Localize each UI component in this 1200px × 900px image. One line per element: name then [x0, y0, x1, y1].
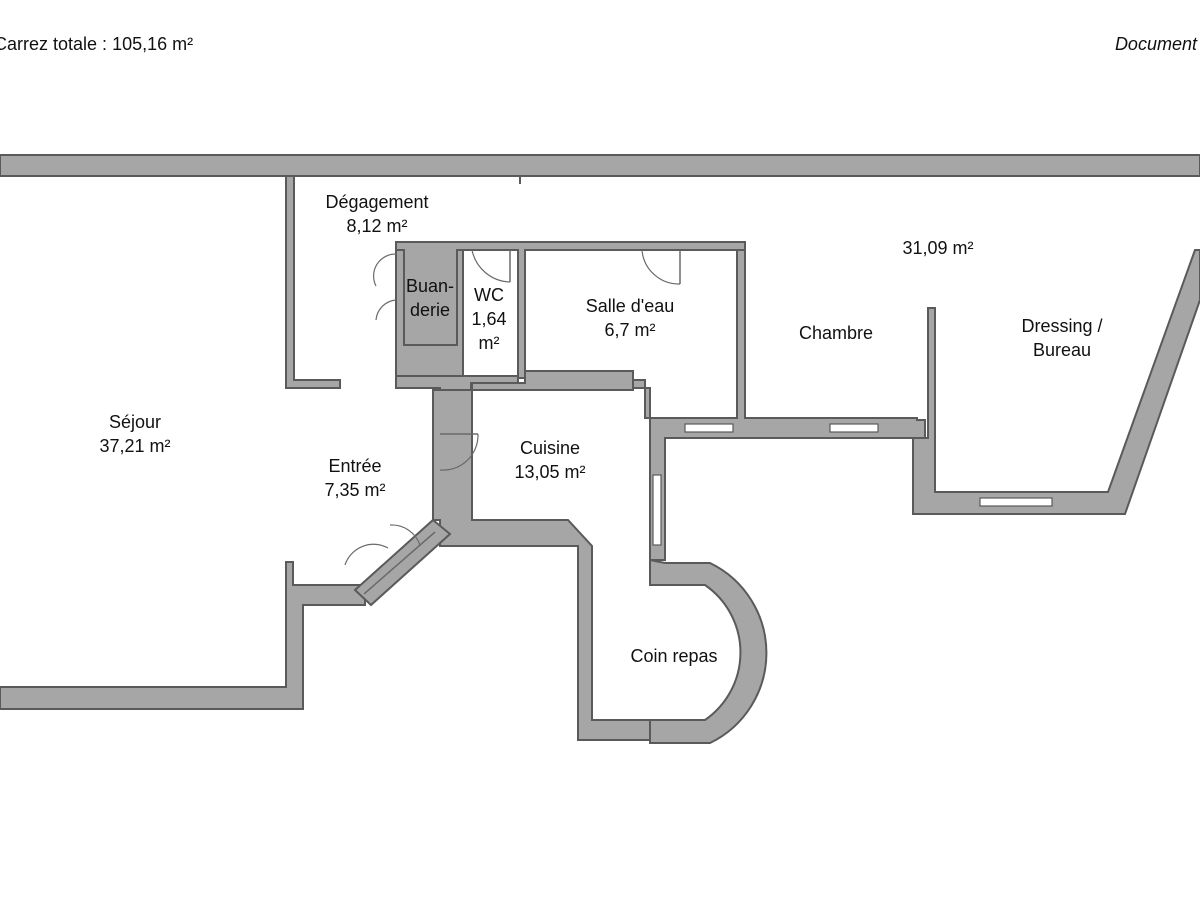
room-wc: WC 1,64 m²	[471, 283, 506, 355]
room-wc-area-1: 1,64	[471, 309, 507, 329]
room-cuisine: Cuisine 13,05 m²	[514, 436, 585, 484]
room-degagement: Dégagement 8,12 m²	[325, 190, 428, 238]
door-arc-bath	[641, 249, 681, 285]
window-chambre-2	[829, 423, 879, 433]
room-degagement-area: 8,12 m²	[346, 216, 408, 236]
laundry-wall	[395, 249, 464, 377]
room-chambre-area: 31,09 m²	[902, 238, 974, 258]
window-kitchen	[652, 474, 662, 546]
room-sejour-area: 37,21 m²	[99, 436, 171, 456]
door-arc-wc	[471, 249, 511, 283]
sejour-bottom-wall	[0, 561, 366, 710]
room-salle-deau-name: Salle d'eau	[585, 296, 675, 316]
room-chambre-name: Chambre	[798, 323, 874, 343]
carrez-total: Carrez totale : 105,16 m²	[0, 34, 193, 55]
room-buanderie-name-2: derie	[409, 300, 451, 320]
room-coin-repas: Coin repas	[630, 646, 718, 666]
room-degagement-name: Dégagement	[325, 192, 429, 212]
room-dressing-name-2: Bureau	[1032, 340, 1092, 360]
room-wc-name: WC	[473, 285, 504, 305]
room-buanderie-name-1: Buan-	[405, 276, 455, 296]
door-arc-entry-1	[344, 543, 389, 566]
room-entree: Entrée 7,35 m²	[324, 454, 385, 502]
door-arc-laundry-2	[375, 299, 397, 321]
room-entree-area: 7,35 m²	[324, 480, 386, 500]
room-entree-name: Entrée	[328, 456, 382, 476]
entry-diagonal-wall	[353, 518, 452, 607]
corridor-partition-wall	[285, 175, 341, 389]
door-arc-kitchen	[439, 433, 479, 471]
room-wc-area-2: m²	[478, 333, 500, 353]
room-cuisine-area: 13,05 m²	[514, 462, 586, 482]
document-reference: Document n	[1114, 34, 1200, 54]
window-dressing	[979, 497, 1053, 507]
bath-wall	[632, 249, 926, 561]
window-chambre-1	[684, 423, 734, 433]
room-dressing-name-1: Dressing /	[1021, 316, 1103, 336]
window-entry-diagonal	[363, 531, 436, 595]
room-salle-deau-area: 6,7 m²	[604, 320, 656, 340]
carrez-total-label: Carrez totale :	[0, 34, 108, 54]
room-salle-deau: Salle d'eau 6,7 m²	[586, 294, 675, 342]
top-wall	[0, 154, 1200, 177]
carrez-total-value: 105,16 m²	[112, 34, 194, 54]
room-cuisine-name: Cuisine	[519, 438, 581, 458]
room-sejour: Séjour 37,21 m²	[99, 410, 170, 458]
door-arc-entry-2	[389, 524, 421, 546]
dining-bay-wall	[649, 558, 768, 744]
dressing-partition	[912, 249, 1200, 515]
door-arc-laundry-1	[373, 253, 397, 287]
room-buanderie: Buan- derie	[406, 274, 454, 322]
room-dressing: Dressing / Bureau	[1021, 314, 1102, 362]
room-sejour-name: Séjour	[108, 412, 162, 432]
